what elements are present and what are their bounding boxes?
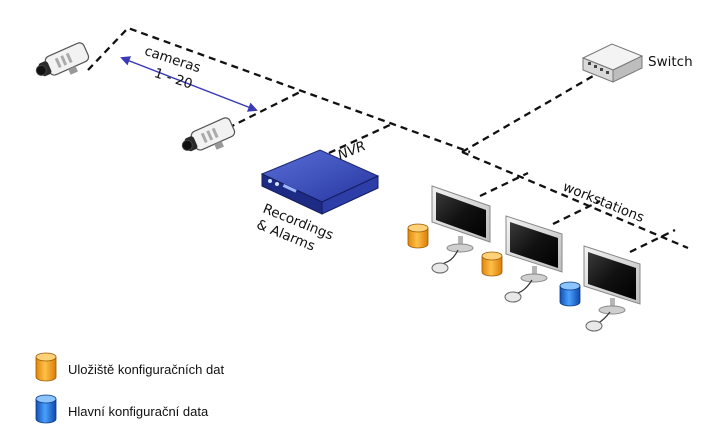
blue-database-icon — [35, 394, 57, 424]
nvr-label: NVR — [336, 138, 369, 164]
legend-label-main-data: Hlavní konfigurační data — [68, 404, 209, 419]
blue-database-icon — [559, 281, 581, 307]
network-switch-icon — [581, 43, 644, 83]
camera-icon — [35, 42, 90, 77]
camera-range-arrow — [120, 56, 258, 112]
network-cables — [87, 26, 689, 254]
workstation-monitor-icon — [431, 185, 491, 274]
legend-label-local-storage: Uložiště konfiguračních dat — [68, 362, 224, 377]
orange-database-icon — [35, 352, 57, 382]
workstation-monitor-icon — [583, 245, 641, 332]
workstations-label: workstations — [561, 179, 647, 226]
orange-database-icon — [407, 223, 429, 249]
workstation-monitor-icon — [504, 215, 563, 303]
camera-icon — [181, 117, 236, 152]
nvr-recorder-icon — [260, 149, 380, 215]
switch-label: Switch — [648, 54, 693, 70]
orange-database-icon — [481, 251, 503, 277]
